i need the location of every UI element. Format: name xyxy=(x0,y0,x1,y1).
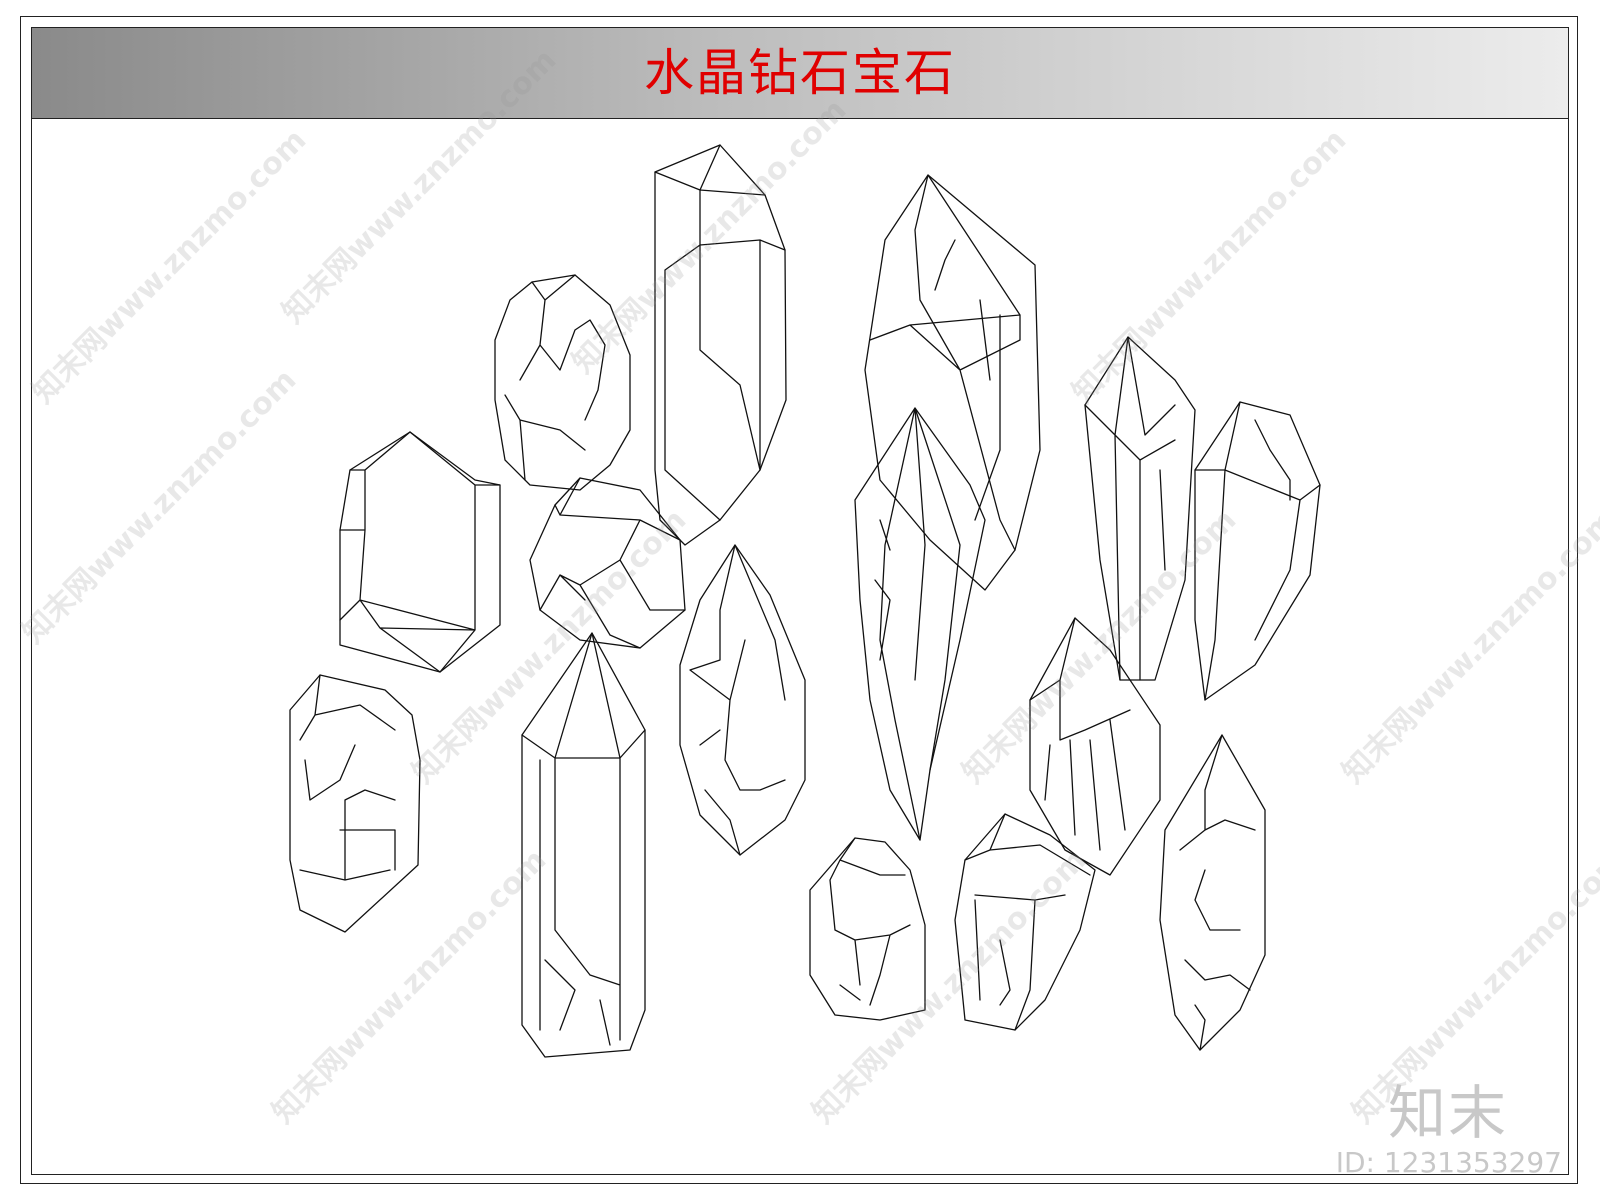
page-title: 水晶钻石宝石 xyxy=(644,44,956,102)
crystal-16 xyxy=(974,299,1001,521)
asset-id-label: ID: 1231353297 xyxy=(1335,1146,1562,1179)
crystal-9 xyxy=(854,407,986,841)
crystal-14 xyxy=(954,813,1096,1031)
crystal-13 xyxy=(809,837,926,1021)
outer-border xyxy=(20,16,1578,1184)
crystal-2 xyxy=(494,274,631,491)
crystal-12 xyxy=(1029,617,1161,876)
crystal-11 xyxy=(1194,401,1321,701)
inner-border xyxy=(31,27,1569,1175)
crystal-6 xyxy=(289,674,421,933)
crystal-10 xyxy=(1084,336,1196,681)
crystal-1 xyxy=(654,144,787,546)
crystal-7 xyxy=(679,544,806,856)
title-bar: 水晶钻石宝石 xyxy=(32,28,1568,119)
crystal-15 xyxy=(1159,734,1266,1051)
brand-logo: 知末 xyxy=(1387,1079,1508,1147)
crystal-3 xyxy=(339,431,501,673)
crystal-5 xyxy=(521,632,646,1058)
crystal-8 xyxy=(864,174,1041,591)
crystal-4 xyxy=(529,477,686,649)
